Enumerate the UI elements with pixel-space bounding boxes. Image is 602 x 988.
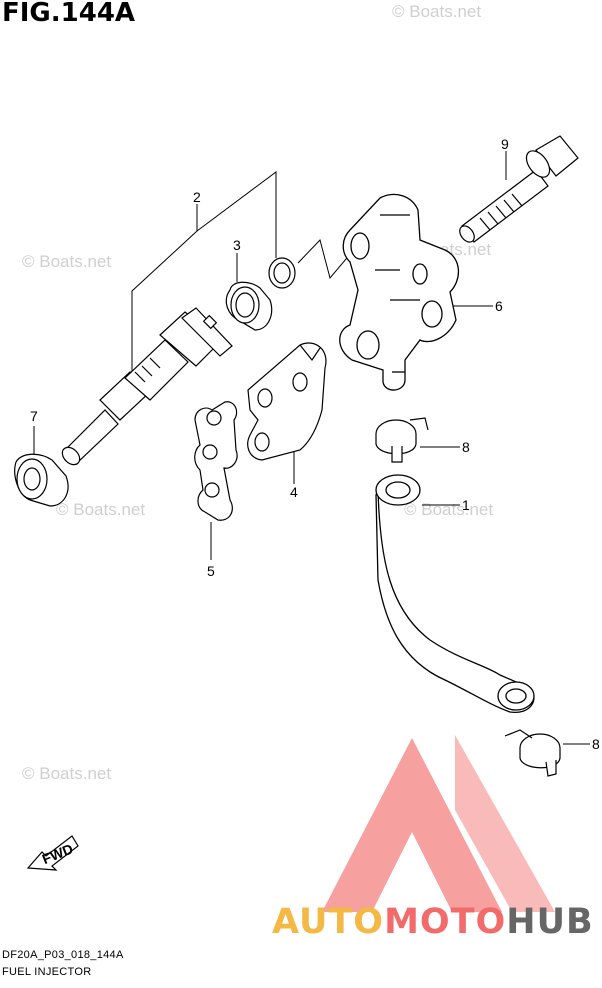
watermark: © Boats.net	[22, 764, 112, 783]
callout-number: 1	[462, 497, 470, 513]
figure-name: FUEL INJECTOR	[2, 966, 92, 978]
o-ring-part	[268, 257, 296, 289]
fuel-hose-part	[375, 474, 535, 713]
seal-part	[14, 453, 69, 507]
callout-number: 5	[207, 563, 215, 579]
leader-lines	[33, 151, 590, 745]
brand-part-auto: AUTO	[272, 902, 385, 942]
fwd-arrow-icon: FWD	[26, 835, 79, 871]
callout-number: 8	[592, 736, 600, 752]
hose-clip-part	[375, 417, 429, 463]
fuel-delivery-pipe-part	[339, 193, 460, 391]
callout-number: 9	[501, 136, 509, 152]
callout-number: 4	[290, 484, 298, 500]
fuel-injector-part	[61, 307, 233, 466]
brand-part-moto: MOTO	[384, 902, 507, 942]
figure-title: FIG.144A	[2, 0, 136, 28]
callout-number: 2	[193, 189, 201, 205]
hose-clip-part	[504, 729, 561, 777]
brand-part-hub: HUB	[506, 902, 594, 942]
callout-number: 8	[462, 439, 470, 455]
callout-number: 3	[233, 237, 241, 253]
bolt-part	[459, 135, 579, 243]
fwd-label: FWD	[40, 840, 76, 867]
callout-number: 7	[30, 408, 38, 424]
brand-wordmark: AUTOMOTOHUB	[272, 902, 594, 942]
watermark: © Boats.net	[22, 252, 112, 271]
injector-holder-part	[247, 342, 327, 461]
gasket-part	[194, 401, 238, 521]
watermark: © Boats.net	[56, 500, 146, 519]
watermark: © Boats.net	[392, 2, 482, 21]
brand-logo-icon	[322, 735, 555, 912]
callout-number: 6	[495, 298, 503, 314]
grommet-part	[225, 281, 273, 331]
figure-code: DF20A_P03_018_144A	[2, 949, 124, 961]
